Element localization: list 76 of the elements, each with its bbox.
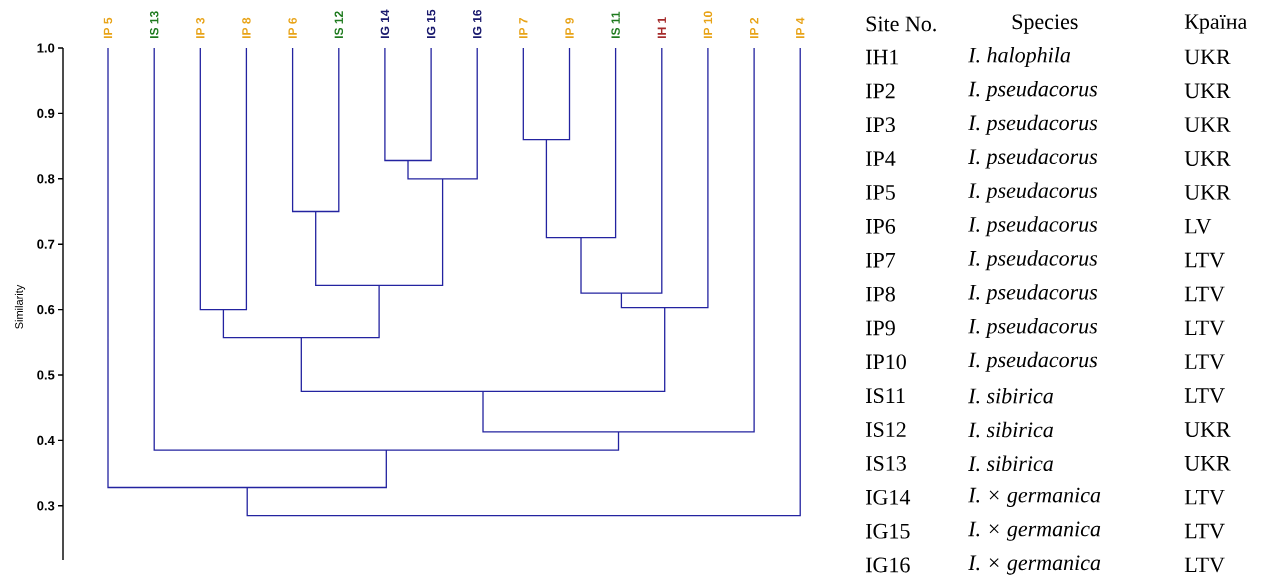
table-cell: I. sibirica: [968, 421, 1053, 438]
leaf-label: IH 1: [657, 17, 666, 38]
leaf-label: IS 11: [611, 11, 620, 38]
table-cell: I. × germanica: [968, 487, 1101, 507]
leaf-label: IP 7: [519, 18, 528, 38]
table-cell: I. pseudacorus: [968, 351, 1098, 372]
table-cell: I. × germanica: [968, 521, 1101, 541]
table-cell: IP10: [866, 354, 906, 370]
table-cell: UKR: [1184, 151, 1231, 166]
table-cell: LTV: [1184, 320, 1225, 336]
table-cell: LTV: [1184, 489, 1225, 505]
table-cell: I. pseudacorus: [968, 148, 1098, 169]
table-cell: LTV: [1184, 388, 1225, 404]
table-cell: IS11: [866, 388, 905, 404]
tick-label: 1.0: [37, 43, 55, 53]
table-cell: IG14: [866, 489, 911, 505]
table-cell: UKR: [1184, 185, 1231, 200]
leaf-label: IP 8: [242, 17, 251, 38]
tick-label: 0.4: [37, 435, 55, 445]
table-cell: IH1: [866, 49, 899, 65]
tick-label: 0.9: [37, 108, 55, 118]
table-cell: UKR: [1184, 49, 1231, 65]
table-cell: I. pseudacorus: [968, 216, 1098, 237]
table-cell: IP7: [866, 253, 896, 268]
table-cell: IP9: [866, 320, 895, 336]
table-cell: IP8: [866, 286, 895, 302]
table-cell: I. sibirica: [968, 455, 1053, 472]
leaf-label: IG 15: [426, 9, 436, 38]
column-header: Країна: [1184, 14, 1247, 34]
table-cell: IS12: [866, 422, 906, 437]
table-cell: UKR: [1184, 83, 1231, 99]
table-cell: I. halophila: [968, 47, 1071, 67]
table-cell: IP2: [866, 83, 895, 99]
table-cell: I. pseudacorus: [968, 114, 1098, 135]
table-cell: LTV: [1184, 354, 1225, 370]
axis-title: Similarity: [14, 284, 26, 329]
table-cell: I. pseudacorus: [968, 284, 1098, 305]
table-cell: IP4: [866, 151, 896, 166]
leaf-label: IP 2: [749, 17, 759, 38]
tick-label: 0.3: [37, 501, 55, 511]
table-cell: LV: [1184, 218, 1212, 234]
leaf-label: IG 14: [380, 9, 390, 38]
table-cell: I. × germanica: [968, 555, 1101, 575]
table-cell: IP3: [866, 117, 895, 133]
table-cell: IS13: [866, 456, 906, 471]
table-cell: UKR: [1184, 117, 1231, 132]
table-cell: UKR: [1184, 456, 1231, 471]
table-cell: I. pseudacorus: [968, 80, 1098, 101]
table-cell: I. pseudacorus: [968, 250, 1098, 271]
table-cell: LTV: [1184, 557, 1225, 573]
table-cell: I. pseudacorus: [968, 318, 1098, 338]
leaf-label: IP 4: [796, 17, 805, 38]
table-cell: I. sibirica: [968, 387, 1053, 404]
table-cell: LTV: [1184, 286, 1225, 302]
column-header: Site No.: [866, 16, 936, 32]
table-cell: LTV: [1184, 252, 1225, 268]
tick-label: 0.7: [37, 239, 55, 249]
table-cell: LTV: [1184, 523, 1225, 539]
leaf-label: IP 10: [703, 11, 713, 38]
table-cell: IG16: [866, 557, 910, 573]
column-header: Species: [1012, 14, 1078, 34]
table-cell: I. pseudacorus: [968, 182, 1098, 203]
table-cell: IP5: [866, 185, 895, 200]
tick-label: 0.5: [37, 370, 55, 380]
leaf-label: IG 16: [472, 9, 482, 38]
leaf-label: IS 13: [149, 11, 159, 38]
table-cell: UKR: [1184, 422, 1231, 437]
leaf-label: IP 3: [196, 17, 205, 38]
tick-label: 0.8: [37, 174, 55, 184]
table-cell: IG15: [866, 523, 910, 539]
leaf-label: IS 12: [334, 11, 344, 38]
leaf-label: IP 5: [103, 17, 113, 38]
tick-label: 0.6: [37, 305, 55, 315]
leaf-label: IP 6: [288, 17, 297, 38]
leaf-label: IP 9: [565, 17, 574, 38]
table-cell: IP6: [866, 218, 896, 234]
